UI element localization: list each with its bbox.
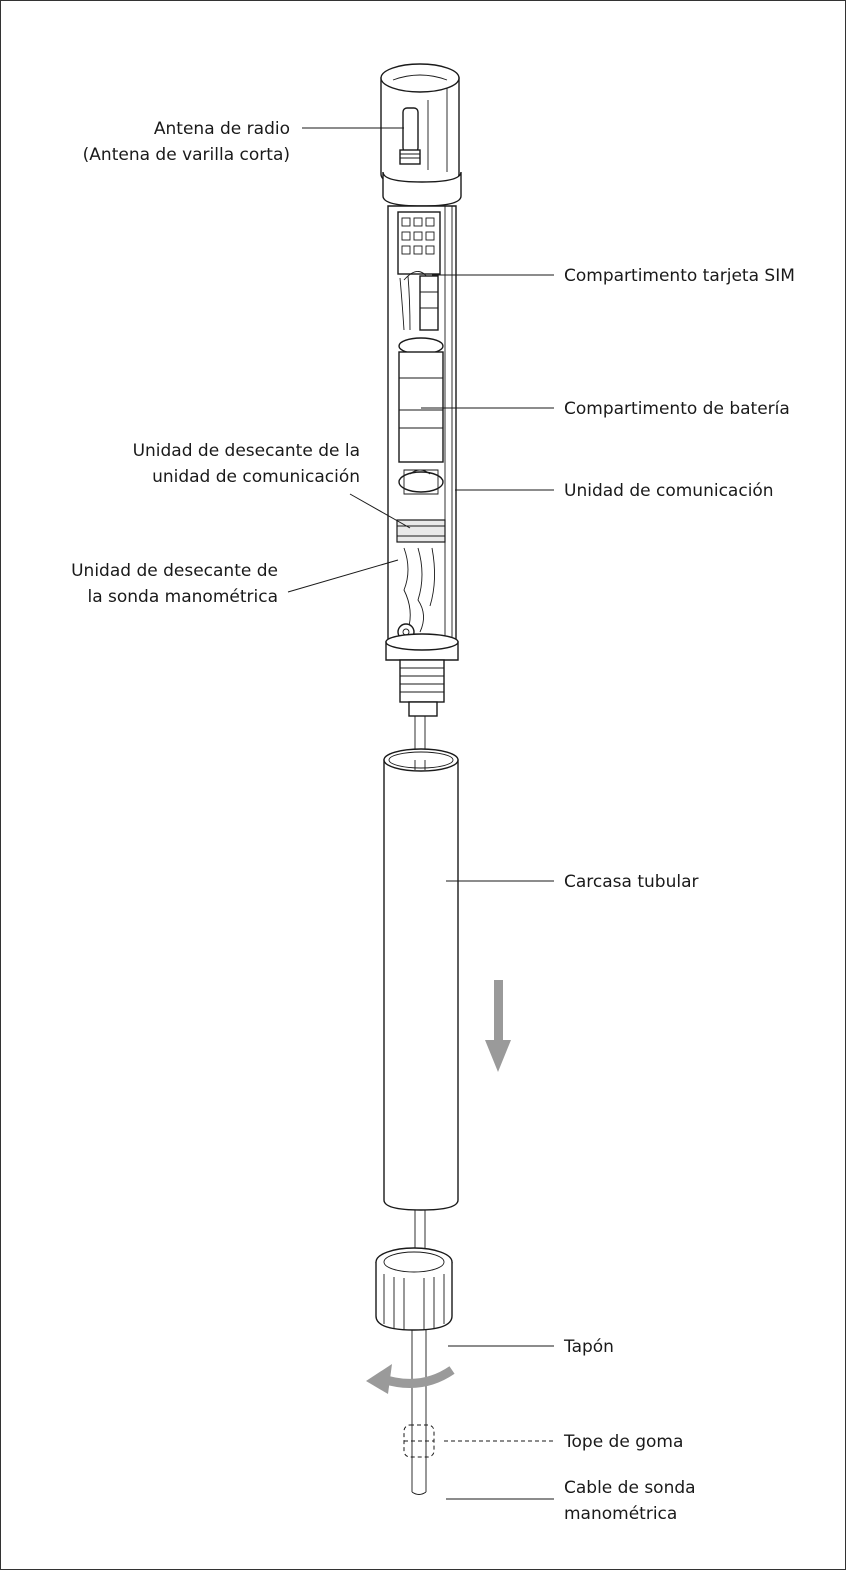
communication-unit-body	[385, 205, 459, 661]
label-communication-unit: Unidad de comunicación	[564, 481, 774, 501]
label-desiccant-probe-sub: la sonda manométrica	[87, 587, 278, 607]
down-arrow-icon	[485, 980, 511, 1072]
label-tubular-housing: Carcasa tubular	[564, 872, 698, 892]
label-battery-compartment: Compartimento de batería	[564, 399, 790, 419]
thread-section	[399, 659, 445, 760]
label-antenna: Antena de radio	[154, 119, 290, 139]
label-desiccant-probe: Unidad de desecante de	[71, 561, 278, 581]
rubber-stop-part	[403, 1424, 435, 1458]
label-rubber-stop: Tope de goma	[563, 1432, 683, 1452]
probe-cable-upper	[414, 1210, 426, 1252]
label-probe-cable-sub: manométrica	[564, 1504, 677, 1524]
label-desiccant-comm-sub: unidad de comunicación	[152, 467, 360, 487]
antenna-cap	[380, 63, 462, 207]
leader-lines	[287, 127, 554, 1500]
probe-cable-lower	[411, 1330, 427, 1495]
rotate-arrow-icon	[366, 1364, 455, 1394]
label-cap: Tapón	[563, 1337, 614, 1357]
label-probe-cable: Cable de sonda	[564, 1478, 696, 1498]
tubular-housing	[383, 748, 459, 1211]
cap-part	[375, 1247, 453, 1331]
label-sim-compartment: Compartimento tarjeta SIM	[564, 266, 795, 286]
label-antenna-sub: (Antena de varilla corta)	[83, 145, 290, 165]
label-desiccant-comm: Unidad de desecante de la	[133, 441, 360, 461]
